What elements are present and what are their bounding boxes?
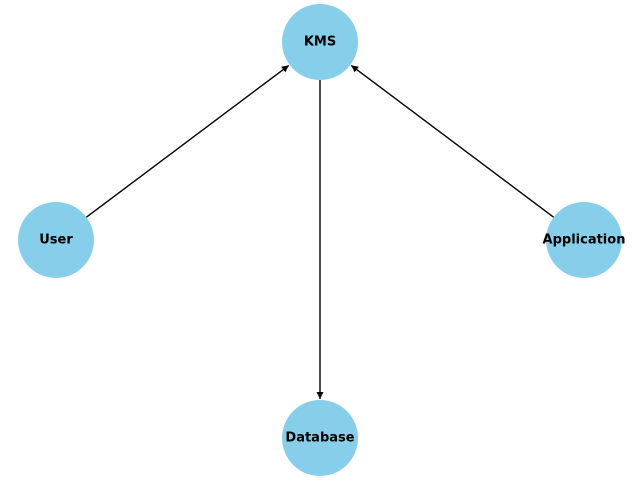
- edge-user-to-kms: [85, 64, 290, 218]
- node-kms[interactable]: KMS: [282, 4, 358, 80]
- node-application[interactable]: Application: [543, 202, 626, 278]
- edge-application-to-kms: [350, 64, 555, 218]
- node-user[interactable]: User: [18, 202, 94, 278]
- node-user-circle: [18, 202, 94, 278]
- node-database-label: Database: [285, 431, 354, 446]
- node-database[interactable]: Database: [282, 400, 358, 476]
- node-kms-label: KMS: [304, 35, 336, 50]
- node-application-circle: [546, 202, 622, 278]
- node-database-circle: [282, 400, 358, 476]
- node-user-label: User: [39, 233, 73, 248]
- edges: [85, 64, 555, 399]
- node-kms-circle: [282, 4, 358, 80]
- node-application-label: Application: [543, 233, 626, 248]
